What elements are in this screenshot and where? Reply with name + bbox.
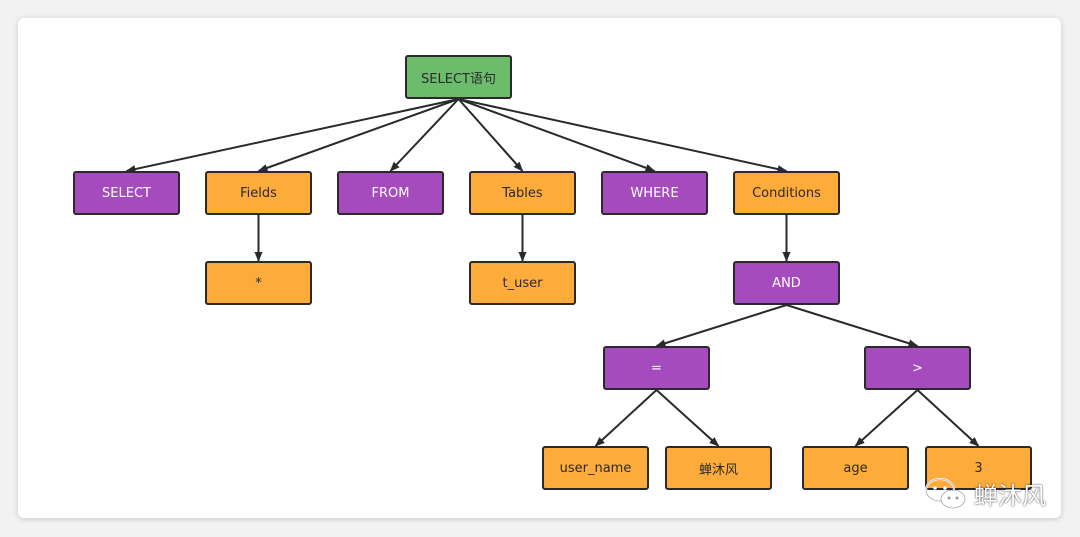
node-value-3[interactable]: 3 [925,446,1032,490]
root-node-select-statement[interactable]: SELECT语句 [405,55,512,99]
wechat-icon [924,477,966,508]
node-age[interactable]: age [802,446,909,490]
node-equals-operator[interactable]: = [603,346,710,390]
node-star-field[interactable]: * [205,261,312,305]
node-where-keyword[interactable]: WHERE [601,171,708,215]
node-select-keyword[interactable]: SELECT [73,171,180,215]
node-table-t-user[interactable]: t_user [469,261,576,305]
node-greater-than-operator[interactable]: > [864,346,971,390]
node-and-operator[interactable]: AND [733,261,840,305]
node-fields[interactable]: Fields [205,171,312,215]
node-conditions[interactable]: Conditions [733,171,840,215]
node-tables[interactable]: Tables [469,171,576,215]
node-from-keyword[interactable]: FROM [337,171,444,215]
watermark: 蝉沐风 [924,476,1046,511]
watermark-text: 蝉沐风 [974,482,1046,510]
node-value-chanmufeng[interactable]: 蝉沐风 [665,446,772,490]
node-user-name[interactable]: user_name [542,446,649,490]
